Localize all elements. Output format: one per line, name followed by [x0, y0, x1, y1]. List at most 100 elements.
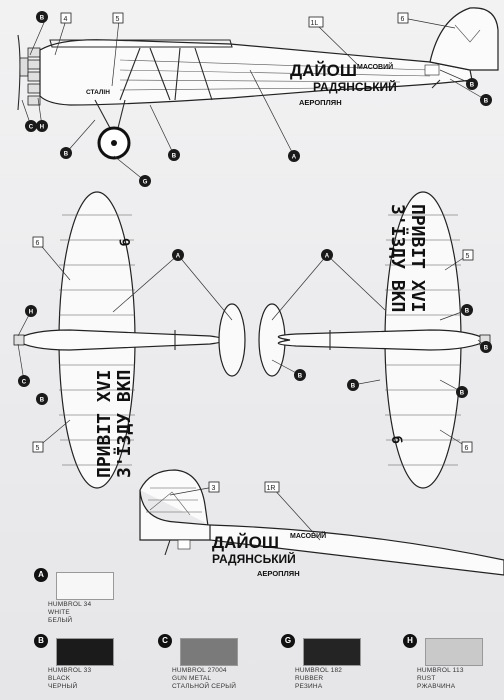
svg-text:6: 6 — [36, 240, 40, 247]
legend-swatch-H — [425, 638, 483, 666]
svg-text:B: B — [64, 151, 69, 157]
svg-text:B: B — [470, 82, 475, 88]
part-box-1R: 1R — [264, 481, 280, 493]
right-plan-fuselage — [277, 329, 490, 351]
part-box-4: 6 — [397, 12, 409, 24]
left-stabilizer — [218, 303, 246, 377]
callout-dot-B: B — [480, 341, 492, 353]
callout-dot-B: B — [36, 11, 48, 23]
tail-view: ДАЙОШ МАСОВИЙ РАДЯНСЬКИЙ АЕРОПЛЯН — [139, 469, 504, 578]
svg-text:H: H — [40, 124, 44, 130]
svg-text:A: A — [325, 253, 330, 259]
svg-text:A: A — [292, 154, 297, 160]
left-wing-inscription-2: З'ЇЗДУ ВКП — [113, 370, 135, 478]
left-wing-inscription-1: ПРИВІТ XVI — [94, 370, 115, 478]
right-wing-inscription-suffix: б — [388, 436, 403, 444]
svg-text:4: 4 — [64, 16, 68, 23]
engine-cylinders — [27, 47, 41, 106]
svg-text:B: B — [172, 153, 177, 159]
svg-text:B: B — [460, 390, 465, 396]
svg-text:B: B — [298, 373, 303, 379]
side-inscription-word3: АЕРОПЛЯН — [299, 98, 342, 107]
tail-fuselage — [139, 469, 504, 576]
plan-view: ПРИВІТ XVI З'ЇЗДУ ВКП б ПРИВІТ XVI З'ЇЗД… — [13, 191, 491, 489]
svg-text:3: 3 — [212, 485, 216, 492]
part-box-6-left: 6 — [32, 236, 44, 248]
right-wing-inscription-1: ПРИВІТ XVI — [407, 204, 428, 312]
left-wing-inscription-suffix: б — [119, 238, 134, 246]
svg-text:1L: 1L — [311, 20, 319, 27]
callout-dot-A: A — [172, 249, 184, 261]
callout-dot-B: B — [480, 94, 492, 106]
legend-name: RUBBER — [295, 675, 324, 682]
callout-dot-A: A — [321, 249, 333, 261]
legend-name: GUN METAL — [172, 675, 212, 682]
svg-text:B: B — [40, 397, 45, 403]
legend-name-ru: ЧЕРНЫЙ — [48, 683, 78, 690]
callout-dot-B: B — [461, 304, 473, 316]
legend-swatch-C — [180, 638, 238, 666]
legend-name-ru: СТАЛЬНОЙ СЕРЫЙ — [172, 683, 237, 690]
part-box-4-tail: 3 — [208, 481, 220, 493]
callout-dot-H: H — [25, 305, 37, 317]
svg-text:C: C — [22, 379, 27, 385]
svg-text:1R: 1R — [267, 485, 276, 492]
side-inscription-small: МАСОВИЙ — [357, 62, 393, 71]
part-box-6-right: 6 — [461, 441, 473, 453]
tail-inscription-word3: АЕРОПЛЯН — [257, 569, 300, 578]
part-box-2: 4 — [60, 12, 72, 24]
legend-swatch-B — [56, 638, 114, 666]
legend-name: WHITE — [48, 609, 70, 616]
svg-text:B: B — [484, 98, 489, 104]
side-inscription-word1: ДАЙОШ — [290, 61, 357, 80]
svg-text:C: C — [29, 124, 34, 130]
legend-swatch-G — [303, 638, 361, 666]
svg-text:H: H — [29, 309, 33, 315]
stalin-label: СТАЛІН — [86, 89, 110, 96]
legend-code: HUMBROL 27004 — [172, 667, 227, 674]
right-wing-inscription-2: З'ЇЗДУ ВКП — [387, 204, 409, 312]
legend-badge-C: C — [158, 634, 172, 648]
callout-dot-B: B — [456, 386, 468, 398]
side-view: ДАЙОШ МАСОВИЙ РАДЯНСЬКИЙ АЕРОПЛЯН СТАЛІН — [17, 7, 499, 160]
callout-dot-B: B — [347, 379, 359, 391]
legend-name: BLACK — [48, 675, 71, 682]
tail-inscription-word1: ДАЙОШ — [212, 533, 279, 552]
svg-text:B: B — [351, 383, 356, 389]
callout-dot-A: A — [288, 150, 300, 162]
left-plan-fuselage — [14, 329, 226, 351]
side-tail-fin — [429, 7, 499, 71]
callout-dots: B B B C H B G B A A A H B B C B B B B — [18, 11, 492, 405]
part-box-3: 5 — [112, 12, 124, 24]
svg-text:6: 6 — [401, 16, 405, 23]
legend-swatch-A — [56, 572, 114, 600]
legend-code: HUMBROL 34 — [48, 601, 92, 608]
svg-text:A: A — [176, 253, 181, 259]
callout-dot-B: B — [60, 147, 72, 159]
legend-badge-B: B — [34, 634, 48, 648]
legend-code: HUMBROL 182 — [295, 667, 343, 674]
svg-text:5: 5 — [116, 16, 120, 23]
legend-name: RUST — [417, 675, 436, 682]
callout-dot-B: B — [36, 393, 48, 405]
part-boxes: 4 5 1L 6 6 5 5 6 3 1R — [32, 12, 474, 493]
svg-text:5: 5 — [466, 253, 470, 260]
legend-badge-G: G — [281, 634, 295, 648]
callout-dot-B: B — [168, 149, 180, 161]
right-stabilizer — [258, 303, 286, 377]
callout-dot-G: G — [139, 175, 151, 187]
svg-text:B: B — [465, 308, 470, 314]
tail-inscription-word2: РАДЯНСЬКИЙ — [212, 551, 296, 566]
callout-dot-H: H — [36, 120, 48, 132]
callout-dot-B: B — [466, 78, 478, 90]
callout-dot-C: C — [25, 120, 37, 132]
legend-name-ru: РЕЗИНА — [295, 683, 323, 690]
legend-code: HUMBROL 113 — [417, 667, 464, 674]
legend-name-ru: БЕЛЫЙ — [48, 617, 73, 624]
legend-badge-H: H — [403, 634, 417, 648]
svg-text:G: G — [143, 179, 148, 185]
callout-dot-C: C — [18, 375, 30, 387]
callout-dot-B: B — [294, 369, 306, 381]
